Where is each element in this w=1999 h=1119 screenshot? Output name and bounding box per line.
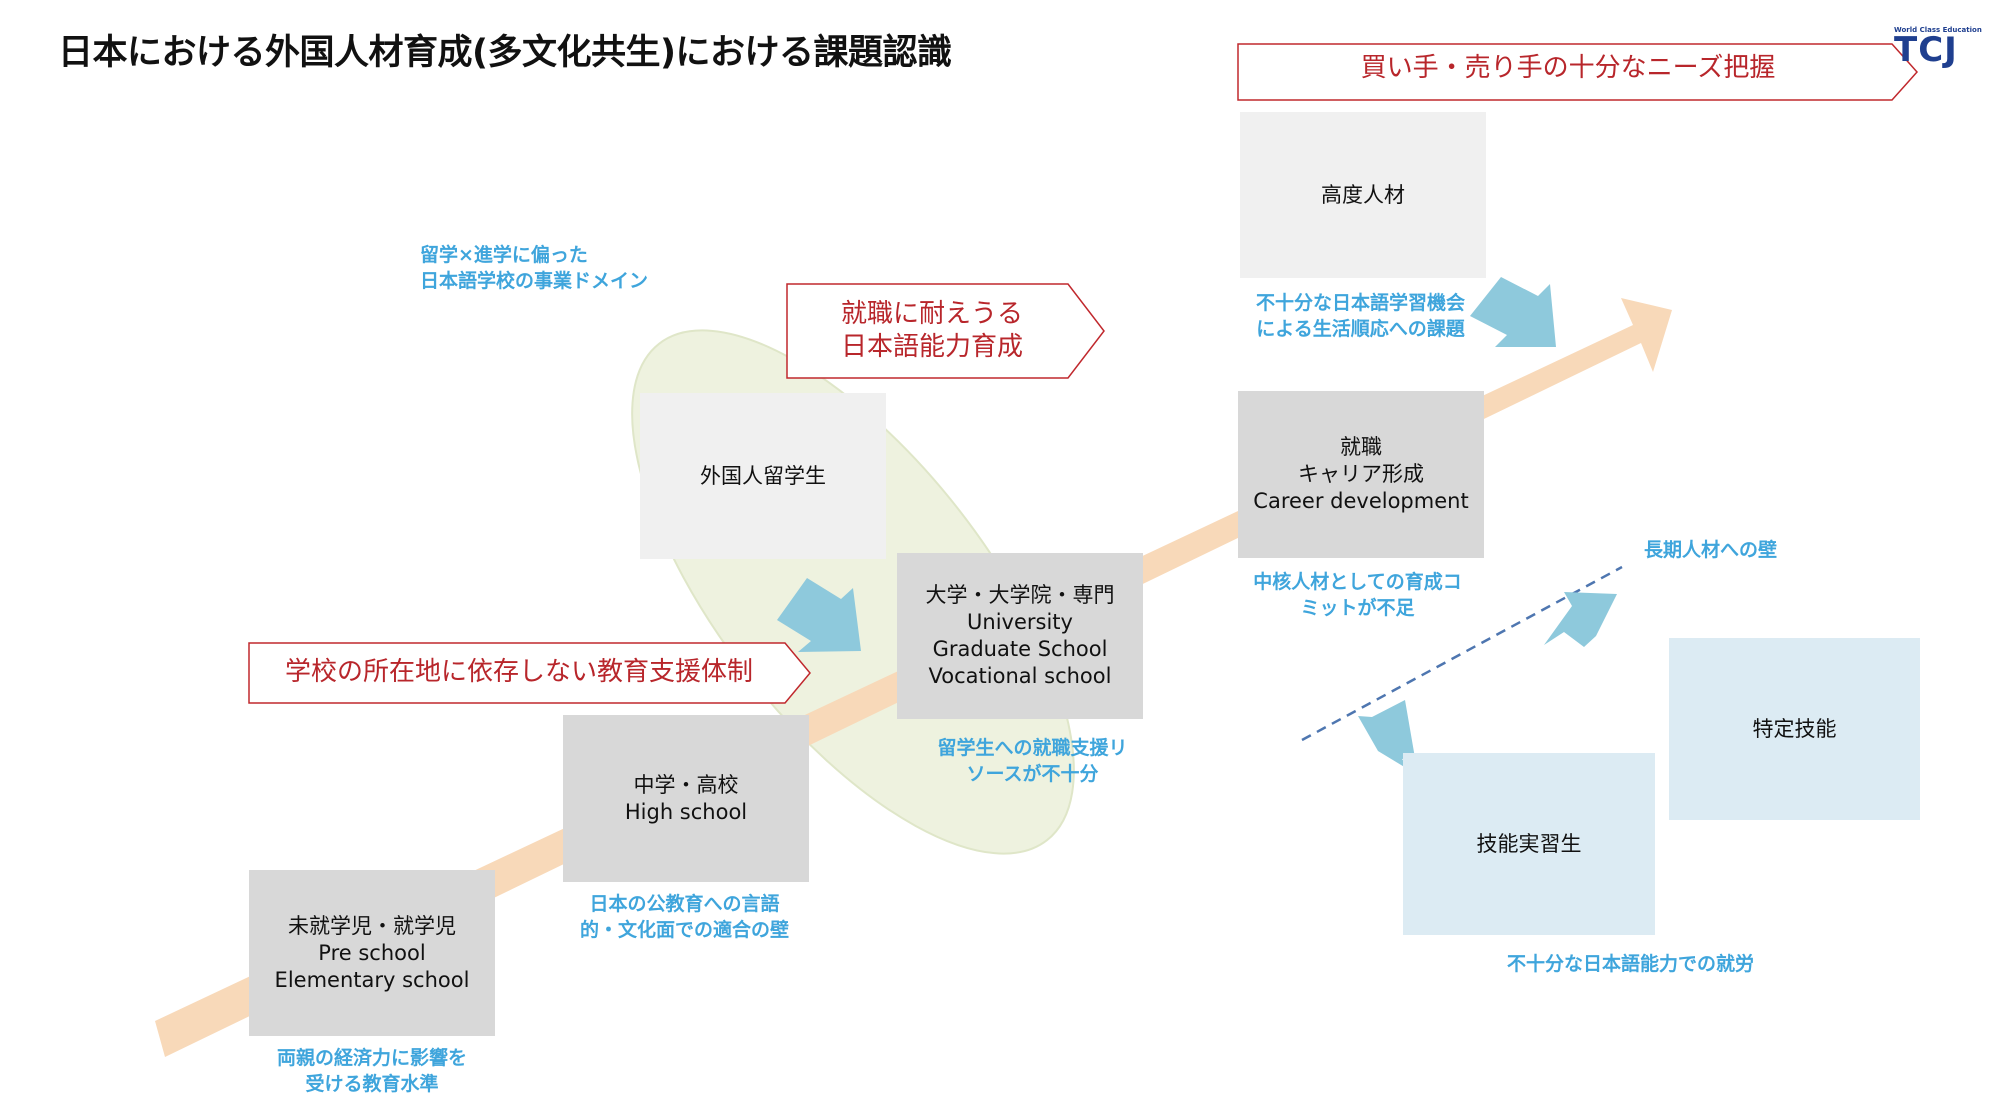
down-arrow-highly-skilled [1470, 277, 1556, 347]
banner-school-support-shape [248, 642, 811, 704]
note-university-line-2: ソースが不十分 [966, 763, 1099, 785]
box-university-line-4: Vocational school [928, 664, 1112, 688]
box-foreign-students-label: 外国人留学生 [700, 463, 826, 488]
note-highschool: 日本の公教育への言語 的・文化面での適合の壁 [552, 891, 817, 943]
banner-needs-shape [1237, 43, 1919, 101]
note-intern: 不十分な日本語能力での就労 [1507, 953, 1755, 975]
note-university-line-1: 留学生への就職支援リ [937, 737, 1128, 759]
box-preschool-line-3: Elementary school [274, 967, 470, 992]
note-highschool-line-1: 日本の公教育への言語 [589, 893, 780, 915]
page-title: 日本における外国人材育成(多文化共生)における課題認識 [58, 33, 952, 73]
box-highschool: 中学・高校 High school [563, 715, 809, 882]
banner-employment-ready: 就職に耐えうる 日本語能力育成 [787, 298, 1077, 364]
note-preschool: 両親の経済力に影響を 受ける教育水準 [247, 1045, 497, 1097]
note-long-term: 長期人材への壁 [1644, 539, 1778, 561]
note-domain-line-1: 留学×進学に偏った [420, 244, 588, 266]
down-arrow-foreign-students [777, 578, 861, 652]
box-university: 大学・大学院・専門 University Graduate School Voc… [897, 553, 1143, 719]
banner-school-support: 学校の所在地に依存しない教育支援体制 [284, 657, 753, 687]
box-preschool: 未就学児・就学児 Pre school Elementary school [249, 870, 495, 1036]
box-university-line-3: Graduate School [932, 637, 1108, 661]
up-arrow-specified-skilled [1544, 592, 1617, 647]
banner-employment-ready-line-1: 就職に耐えうる [840, 299, 1023, 329]
logo-tagline: World Class Education [1894, 26, 1982, 34]
box-highschool-line-2: High school [624, 799, 748, 824]
note-career: 中核人材としての育成コ ミットが不足 [1225, 569, 1490, 621]
box-specified-skilled-label: 特定技能 [1752, 716, 1837, 741]
note-highschool-line-2: 的・文化面での適合の壁 [579, 919, 789, 941]
box-career-line-3: Career development [1253, 489, 1469, 513]
note-highly-skilled: 不十分な日本語学習機会 による生活順応への課題 [1223, 290, 1498, 342]
note-highly-skilled-line-2: による生活順応への課題 [1256, 318, 1465, 340]
box-foreign-students: 外国人留学生 [640, 393, 886, 559]
long-term-barrier-line [1301, 565, 1623, 742]
box-career: 就職 キャリア形成 Career development [1238, 391, 1484, 558]
note-preschool-line-1: 両親の経済力に影響を [276, 1047, 467, 1069]
note-preschool-line-2: 受ける教育水準 [305, 1073, 439, 1095]
box-specified-skilled: 特定技能 [1669, 638, 1920, 820]
box-preschool-line-2: Pre school [318, 940, 426, 965]
box-university-line-1: 大学・大学院・専門 [925, 583, 1115, 607]
box-highly-skilled-label: 高度人材 [1321, 182, 1405, 207]
box-career-line-1: 就職 [1340, 435, 1382, 459]
note-career-line-1: 中核人材としての育成コ [1253, 571, 1462, 593]
box-technical-intern-label: 技能実習生 [1476, 831, 1582, 856]
tcj-logo: World Class Education TCJ [1894, 26, 1994, 70]
up-arrow-technical-intern [1358, 700, 1415, 771]
note-domain: 留学×進学に偏った 日本語学校の事業ドメイン [420, 242, 648, 294]
banner-employment-ready-shape [786, 283, 1105, 379]
box-highly-skilled: 高度人材 [1240, 112, 1486, 278]
note-domain-line-2: 日本語学校の事業ドメイン [420, 270, 649, 292]
box-technical-intern: 技能実習生 [1403, 753, 1655, 935]
note-highly-skilled-line-1: 不十分な日本語学習機会 [1255, 292, 1465, 314]
box-career-line-2: キャリア形成 [1298, 462, 1424, 486]
logo-text: TCJ [1894, 30, 1958, 70]
banner-employment-ready-line-2: 日本語能力育成 [840, 332, 1023, 362]
box-university-line-2: University [967, 610, 1073, 634]
note-career-line-2: ミットが不足 [1300, 597, 1415, 619]
note-university: 留学生への就職支援リ ソースが不十分 [900, 735, 1165, 787]
box-preschool-line-1: 未就学児・就学児 [288, 913, 456, 938]
banner-needs: 買い手・売り手の十分なニーズ把握 [1360, 53, 1776, 83]
box-highschool-line-1: 中学・高校 [633, 772, 739, 797]
